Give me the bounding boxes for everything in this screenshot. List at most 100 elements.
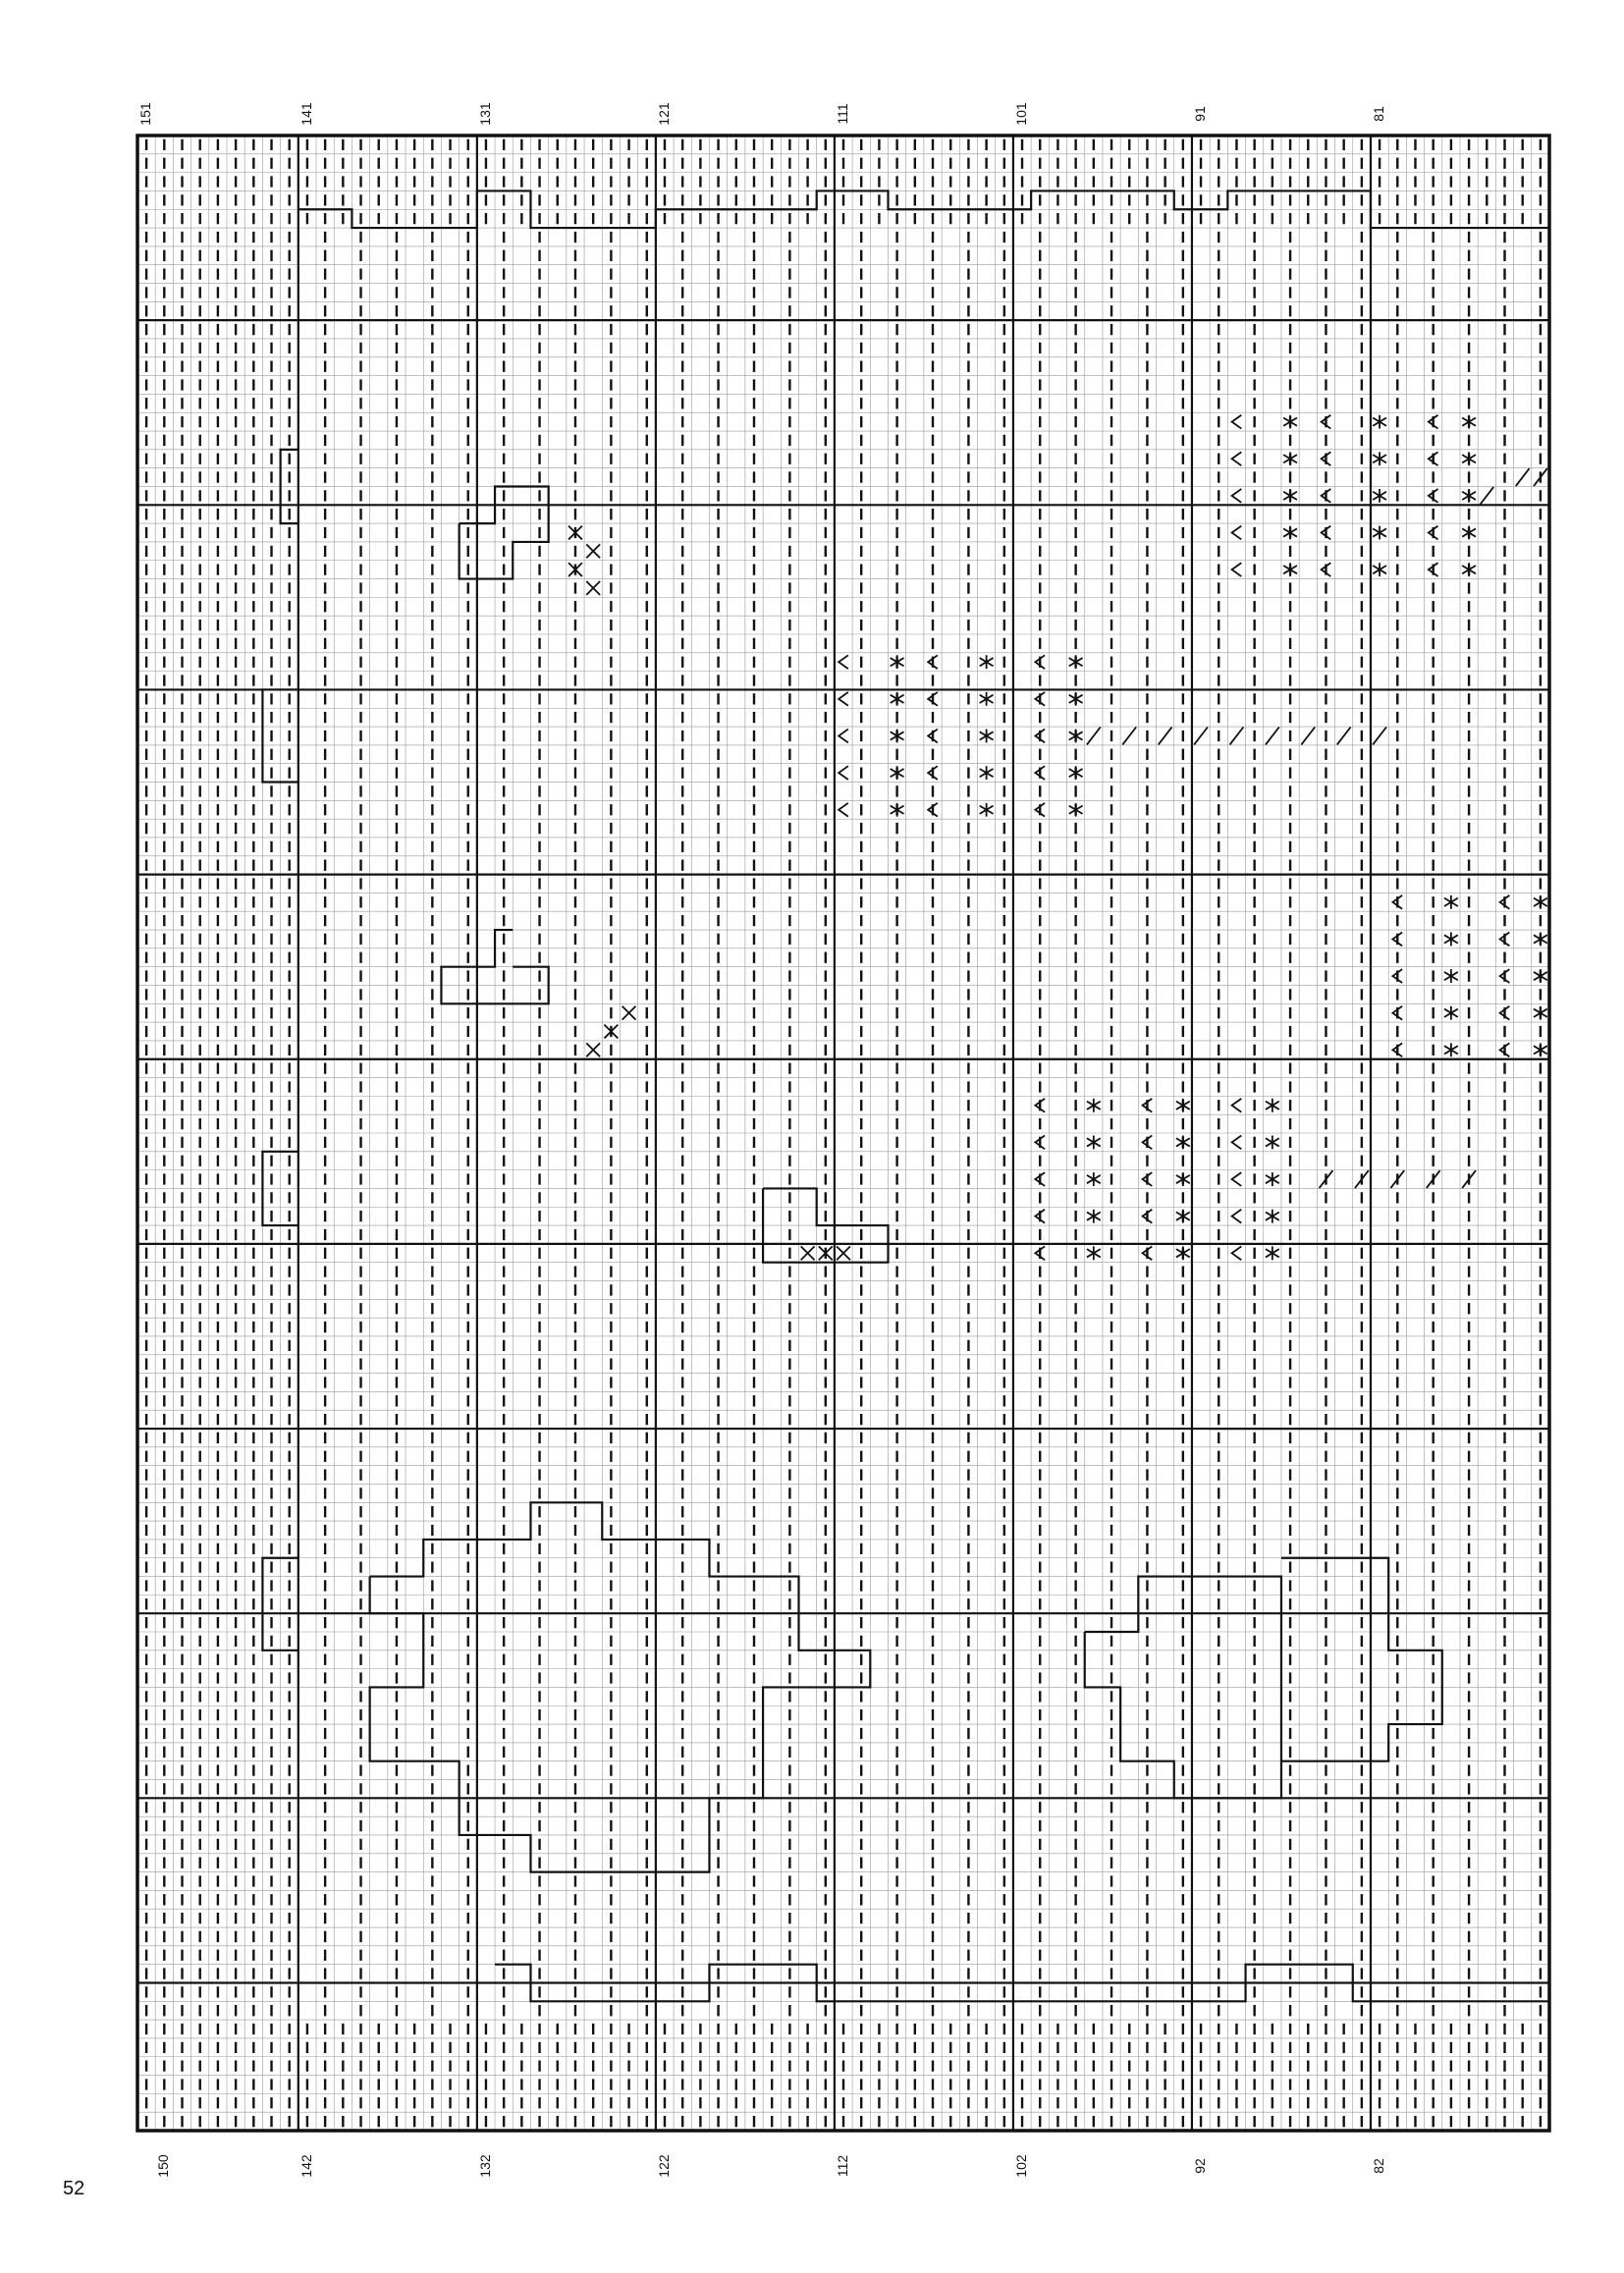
asterisk-icon [1372, 488, 1387, 503]
less-than-icon [1320, 562, 1331, 577]
less-than-icon [926, 765, 939, 781]
asterisk-icon [1461, 488, 1477, 503]
less-than-icon [1230, 1171, 1242, 1187]
asterisk-icon [979, 729, 995, 743]
less-than-icon [1033, 765, 1046, 781]
chart-border [135, 134, 1551, 2133]
less-than-icon [1033, 1171, 1046, 1187]
asterisk-icon [1282, 414, 1298, 429]
asterisk-icon [890, 729, 904, 743]
asterisk-icon [979, 766, 995, 781]
cross-x-icon [622, 1005, 637, 1021]
less-than-icon [1427, 451, 1439, 466]
asterisk-icon [1282, 525, 1298, 540]
motif-outline [761, 1187, 890, 1264]
asterisk-icon [1443, 932, 1459, 947]
asterisk-icon [1282, 452, 1298, 466]
asterisk-icon [1086, 1209, 1102, 1223]
less-than-icon [1390, 894, 1403, 910]
slash-backstitch-icon [1426, 1169, 1441, 1189]
less-than-icon [1141, 1171, 1153, 1187]
less-than-icon [1498, 1005, 1510, 1021]
asterisk-icon [1175, 1172, 1191, 1186]
less-than-icon [1033, 654, 1046, 670]
asterisk-icon [1265, 1246, 1280, 1261]
asterisk-icon [1533, 1005, 1548, 1020]
less-than-icon [1141, 1098, 1153, 1113]
cross-x-icon [568, 562, 583, 577]
less-than-icon [1033, 691, 1046, 707]
motif-outline [261, 688, 298, 784]
motif-outline [458, 485, 550, 580]
slash-backstitch-icon [1318, 1169, 1334, 1189]
slash-backstitch-icon [1300, 726, 1316, 746]
less-than-icon [1498, 894, 1510, 910]
asterisk-icon [1068, 729, 1084, 743]
asterisk-icon [979, 655, 995, 670]
motif-outline [1280, 1556, 1443, 1762]
less-than-icon [1390, 931, 1403, 947]
less-than-icon [1141, 1134, 1153, 1151]
less-than-icon [1141, 1245, 1153, 1261]
less-than-icon [1230, 562, 1242, 577]
slash-backstitch-icon [1479, 486, 1494, 506]
cross-x-icon [603, 1023, 619, 1040]
asterisk-icon [1265, 1098, 1280, 1112]
less-than-icon [837, 654, 849, 670]
asterisk-icon [979, 691, 995, 706]
less-than-icon [1033, 1098, 1046, 1113]
less-than-icon [1033, 1245, 1046, 1261]
asterisk-icon [1175, 1098, 1191, 1112]
motif-outline [261, 1556, 298, 1651]
asterisk-icon [1372, 525, 1387, 540]
asterisk-icon [1372, 414, 1387, 429]
asterisk-icon [1372, 563, 1387, 577]
less-than-icon [1390, 1042, 1403, 1057]
asterisk-icon [1282, 563, 1298, 577]
less-than-icon [1230, 1098, 1242, 1113]
page-number: 52 [63, 2178, 85, 2199]
less-than-icon [926, 691, 939, 707]
less-than-icon [1320, 524, 1331, 541]
motif-outline [261, 1150, 298, 1227]
fine-grid [136, 135, 1550, 2132]
slash-backstitch-icon [1372, 726, 1387, 746]
cross-x-icon [818, 1245, 834, 1261]
less-than-icon [837, 765, 849, 781]
asterisk-icon [890, 766, 904, 781]
slash-backstitch-icon [1533, 467, 1548, 487]
motif-outline [298, 189, 1549, 230]
asterisk-icon [1461, 525, 1477, 540]
less-than-icon [837, 728, 849, 744]
less-than-icon [837, 691, 849, 707]
motif-outline [440, 928, 550, 1005]
slash-backstitch-icon [1354, 1169, 1370, 1189]
asterisk-icon [890, 691, 904, 706]
asterisk-icon [1443, 969, 1459, 983]
less-than-icon [1320, 488, 1331, 504]
less-than-icon [1230, 1245, 1242, 1261]
asterisk-icon [1533, 932, 1548, 947]
asterisk-icon [1086, 1172, 1102, 1186]
asterisk-icon [1265, 1135, 1280, 1150]
cross-x-icon [836, 1245, 851, 1261]
less-than-icon [1230, 413, 1242, 430]
cross-x-icon [585, 543, 601, 559]
cross-x-icon [585, 580, 601, 596]
asterisk-icon [1068, 655, 1084, 670]
cross-x-icon [585, 1042, 601, 1057]
asterisk-icon [1461, 452, 1477, 466]
less-than-icon [1427, 562, 1439, 577]
less-than-icon [1427, 524, 1439, 541]
less-than-icon [1498, 968, 1510, 984]
asterisk-icon [1443, 894, 1459, 909]
asterisk-icon [1533, 894, 1548, 909]
slash-backstitch-icon [1389, 1169, 1405, 1189]
asterisk-icon [890, 802, 904, 817]
less-than-icon [1033, 1134, 1046, 1151]
less-than-icon [1498, 931, 1510, 947]
asterisk-icon [1086, 1098, 1102, 1112]
less-than-icon [926, 654, 939, 670]
asterisk-icon [890, 655, 904, 670]
